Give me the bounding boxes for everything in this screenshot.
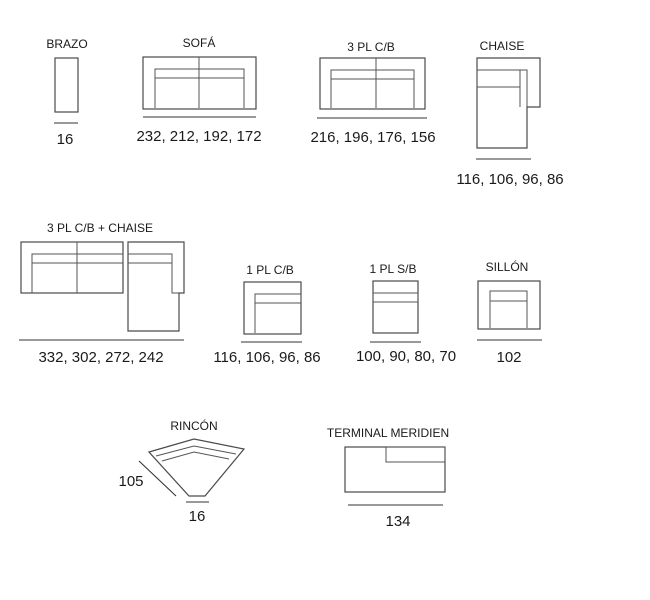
dimension-label: 116, 106, 96, 86 (456, 171, 563, 188)
dimension-label: 102 (496, 349, 521, 366)
dimension-label: 100, 90, 80, 70 (356, 348, 456, 365)
dimension-label: 134 (385, 513, 410, 530)
terminal-backrest (385, 446, 446, 463)
module-title: 1 PL C/B (246, 263, 294, 277)
module-title: 3 PL C/B (347, 40, 395, 54)
module-title: 3 PL C/B + CHAISE (47, 221, 153, 235)
module-chaise: CHAISE 116, 106, 96, 86 (456, 39, 563, 188)
module-3-pl-cb-chaise: 3 PL C/B + CHAISE 332, 302, 272, 242 (19, 221, 185, 366)
module-title: 1 PL S/B (370, 262, 417, 276)
module-1-pl-cb: 1 PL C/B 116, 106, 96, 86 (213, 263, 320, 366)
terminal-outline (344, 446, 446, 493)
chaise-outline (476, 57, 541, 149)
side-dimension-label: 105 (118, 473, 143, 490)
module-title: RINCÓN (170, 418, 217, 433)
dimension-label: 16 (189, 508, 206, 525)
module-title: SILLÓN (486, 259, 529, 274)
module-title: TERMINAL MERIDIEN (327, 426, 449, 440)
module-3-pl-cb: 3 PL C/B 216, 196, 176, 156 (310, 40, 435, 146)
module-terminal-meridien: TERMINAL MERIDIEN 134 (327, 426, 449, 530)
brazo-outline (54, 57, 79, 113)
combo-chaise-outline (127, 241, 185, 332)
armchair-outline (477, 280, 541, 330)
module-sillon: SILLÓN 102 (477, 259, 542, 366)
dimension-label: 332, 302, 272, 242 (38, 349, 163, 366)
dimension-label: 232, 212, 192, 172 (136, 128, 261, 145)
side-dimension-line (138, 460, 177, 497)
module-brazo: BRAZO 16 (46, 37, 87, 148)
dimension-label: 16 (57, 131, 74, 148)
module-title: BRAZO (46, 37, 87, 51)
dimension-label: 216, 196, 176, 156 (310, 129, 435, 146)
corner-outline (147, 438, 246, 497)
module-title: SOFÁ (183, 35, 216, 50)
module-rincon: RINCÓN 105 16 (118, 418, 246, 525)
module-sofa: SOFÁ 232, 212, 192, 172 (136, 35, 261, 145)
module-1-pl-sb: 1 PL S/B 100, 90, 80, 70 (356, 262, 456, 365)
module-title: CHAISE (480, 39, 525, 53)
dimension-label: 116, 106, 96, 86 (213, 349, 320, 366)
chaise-backrest (476, 69, 521, 88)
one-seater-arm-outline (243, 281, 302, 335)
three-seater-backrest (330, 69, 415, 80)
one-seater-outline (372, 280, 419, 334)
three-seater-outline (319, 57, 426, 110)
combo-seater-outline (20, 241, 124, 294)
